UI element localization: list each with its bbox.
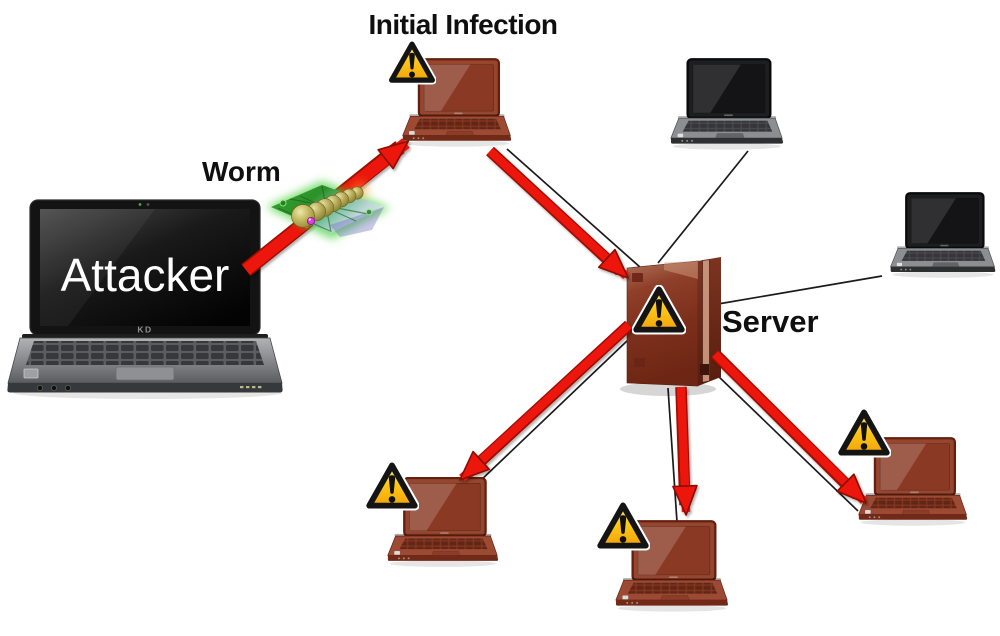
server-label: Server	[722, 304, 819, 339]
trackpad	[115, 366, 175, 381]
server-vent	[632, 273, 643, 282]
link-clean-laptop-top-server	[657, 150, 749, 264]
warning-icon-initial-infection	[392, 44, 433, 80]
worm-icon	[266, 181, 390, 239]
port-icon	[37, 384, 44, 391]
attacker-base-logo	[23, 368, 39, 379]
attacker-screen-label: Attacker	[61, 249, 230, 301]
network-links	[478, 148, 883, 523]
arrow-initial-to-server	[487, 147, 630, 280]
worm-eye	[306, 216, 315, 225]
arrow-server-to-bottom-right	[712, 350, 867, 505]
worm-label: Worm	[202, 156, 281, 187]
link-server-infected-bottom-left	[478, 339, 629, 483]
initial-infection-label: Initial Infection	[368, 9, 558, 40]
attacker-brand-label: KD	[137, 325, 152, 335]
link-server-infected-bottom-right	[715, 373, 859, 512]
attack-arrow-lines	[242, 138, 867, 516]
webcam-icon	[138, 203, 142, 206]
arrow-server-to-bottom-middle	[672, 386, 698, 516]
warning-icon-bottom-left	[369, 465, 415, 505]
clean-laptop-top	[670, 58, 784, 151]
attacker-laptop: Attacker KD	[7, 199, 283, 399]
port-icon	[51, 384, 58, 391]
status-lights-icon	[240, 386, 262, 389]
warning-icon-bottom-right	[841, 412, 887, 452]
port-icon	[65, 384, 72, 391]
server-vent	[634, 358, 645, 367]
link-initial-infection-server	[506, 148, 642, 269]
clean-laptop-right	[890, 192, 996, 279]
arrow-server-to-bottom-left	[458, 321, 632, 482]
link-server-infected-bottom-middle	[667, 387, 678, 523]
warning-icon-bottom-middle	[600, 505, 646, 545]
link-clean-laptop-right-server	[717, 275, 883, 305]
